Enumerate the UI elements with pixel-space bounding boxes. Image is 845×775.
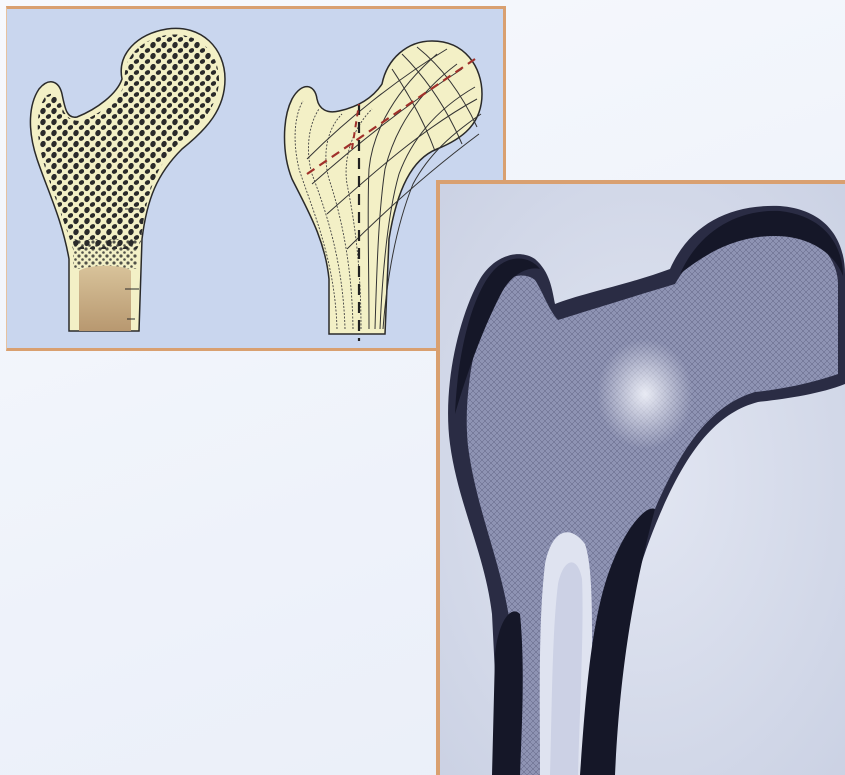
illustration-canvas — [7, 9, 503, 348]
xray-canvas — [440, 184, 845, 775]
illustration-panel — [6, 6, 506, 351]
xray-panel — [436, 180, 845, 775]
